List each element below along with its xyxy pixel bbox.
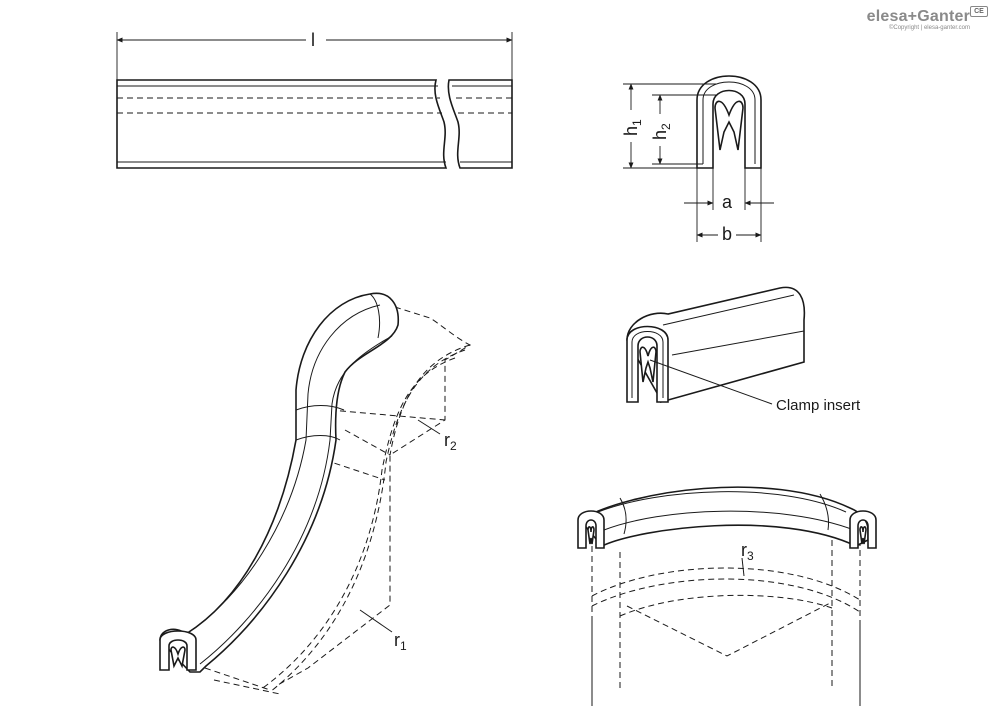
- h2-label-bg: [645, 114, 675, 146]
- section-side-line: [671, 330, 805, 356]
- arc-hidden-vertical-lines: [591, 520, 861, 690]
- curved-profile-r3-view: r3: [577, 486, 877, 706]
- section-front-inner: [631, 331, 664, 398]
- arc-strip-ridge-line: [597, 491, 847, 513]
- cross-section-view: h1 h2 a b: [616, 75, 774, 244]
- s-curve-end-clamp: [170, 646, 186, 669]
- h1-label-bg: [616, 110, 646, 142]
- a-label: a: [722, 192, 733, 212]
- s-curve-segment-seams: [295, 293, 381, 441]
- h2-label: h2: [650, 123, 673, 140]
- straight-profile-view: l: [116, 30, 513, 169]
- sheet-hidden-construction: [324, 409, 446, 481]
- arc-left-end-clamp: [587, 526, 595, 545]
- sheet-hidden-base-lines: [204, 667, 281, 695]
- s-curve-edge-line: [199, 335, 393, 665]
- section-clamp-insert: [639, 346, 657, 383]
- clamp-insert-label: Clamp insert: [776, 397, 861, 414]
- brand-logo: elesa+Ganter ©Copyright | elesa-ganter.c…: [867, 8, 970, 31]
- sheet-hidden-arc-middle: [269, 349, 466, 693]
- arc-sheet-edges: [591, 620, 861, 706]
- h1-label: h1: [621, 119, 644, 136]
- ce-mark-icon: CE: [970, 6, 988, 17]
- curved-profile-r1-r2-view: r2 r1: [159, 292, 472, 695]
- brand-copyright: ©Copyright | elesa-ganter.com: [888, 25, 970, 31]
- strip-left-segment: [116, 79, 448, 169]
- sheet-hidden-outline-1: [275, 306, 472, 687]
- section-front-face: [626, 325, 669, 403]
- section-body-top: [626, 286, 806, 404]
- s-curve-strip-body: [159, 292, 399, 673]
- arc-strip-body: [578, 486, 869, 547]
- b-label: b: [722, 224, 732, 244]
- s-curve-end-face: [159, 630, 197, 671]
- r2-leader: [417, 419, 441, 435]
- arc-strip-seams: [619, 493, 829, 535]
- length-label-bg: [306, 30, 326, 50]
- brand-logo-text: elesa+Ganter: [866, 8, 970, 25]
- length-label: l: [311, 30, 315, 50]
- arc-hidden-curve-1: [591, 567, 861, 601]
- clamp-insert-section: [714, 100, 744, 151]
- r2-label: r2: [444, 430, 457, 453]
- clamp-insert-leader: [649, 359, 773, 405]
- arc-hidden-curve-2: [591, 578, 861, 613]
- s-curve-ridge-line: [185, 304, 381, 635]
- sheet-hidden-arc-upper: [389, 344, 471, 456]
- arc-right-end-clamp: [859, 526, 867, 545]
- strip-right-segment: [447, 79, 513, 169]
- arc-hidden-curve-3: [619, 594, 833, 617]
- b-label-bg: [718, 224, 736, 242]
- arc-left-end-face: [577, 510, 605, 549]
- isometric-section-view: Clamp insert: [626, 286, 861, 414]
- profile-inner-contour: [702, 81, 756, 164]
- r3-leader: [741, 557, 745, 577]
- r3-label: r3: [741, 540, 754, 563]
- arc-right-end-face: [849, 510, 877, 549]
- arc-strip-edge-line: [603, 510, 855, 531]
- arc-hidden-v-lines: [626, 601, 833, 657]
- section-ridge-line: [662, 294, 795, 326]
- profile-outer-body: [696, 75, 762, 169]
- r1-leader: [359, 609, 393, 633]
- r1-label: r1: [394, 630, 407, 653]
